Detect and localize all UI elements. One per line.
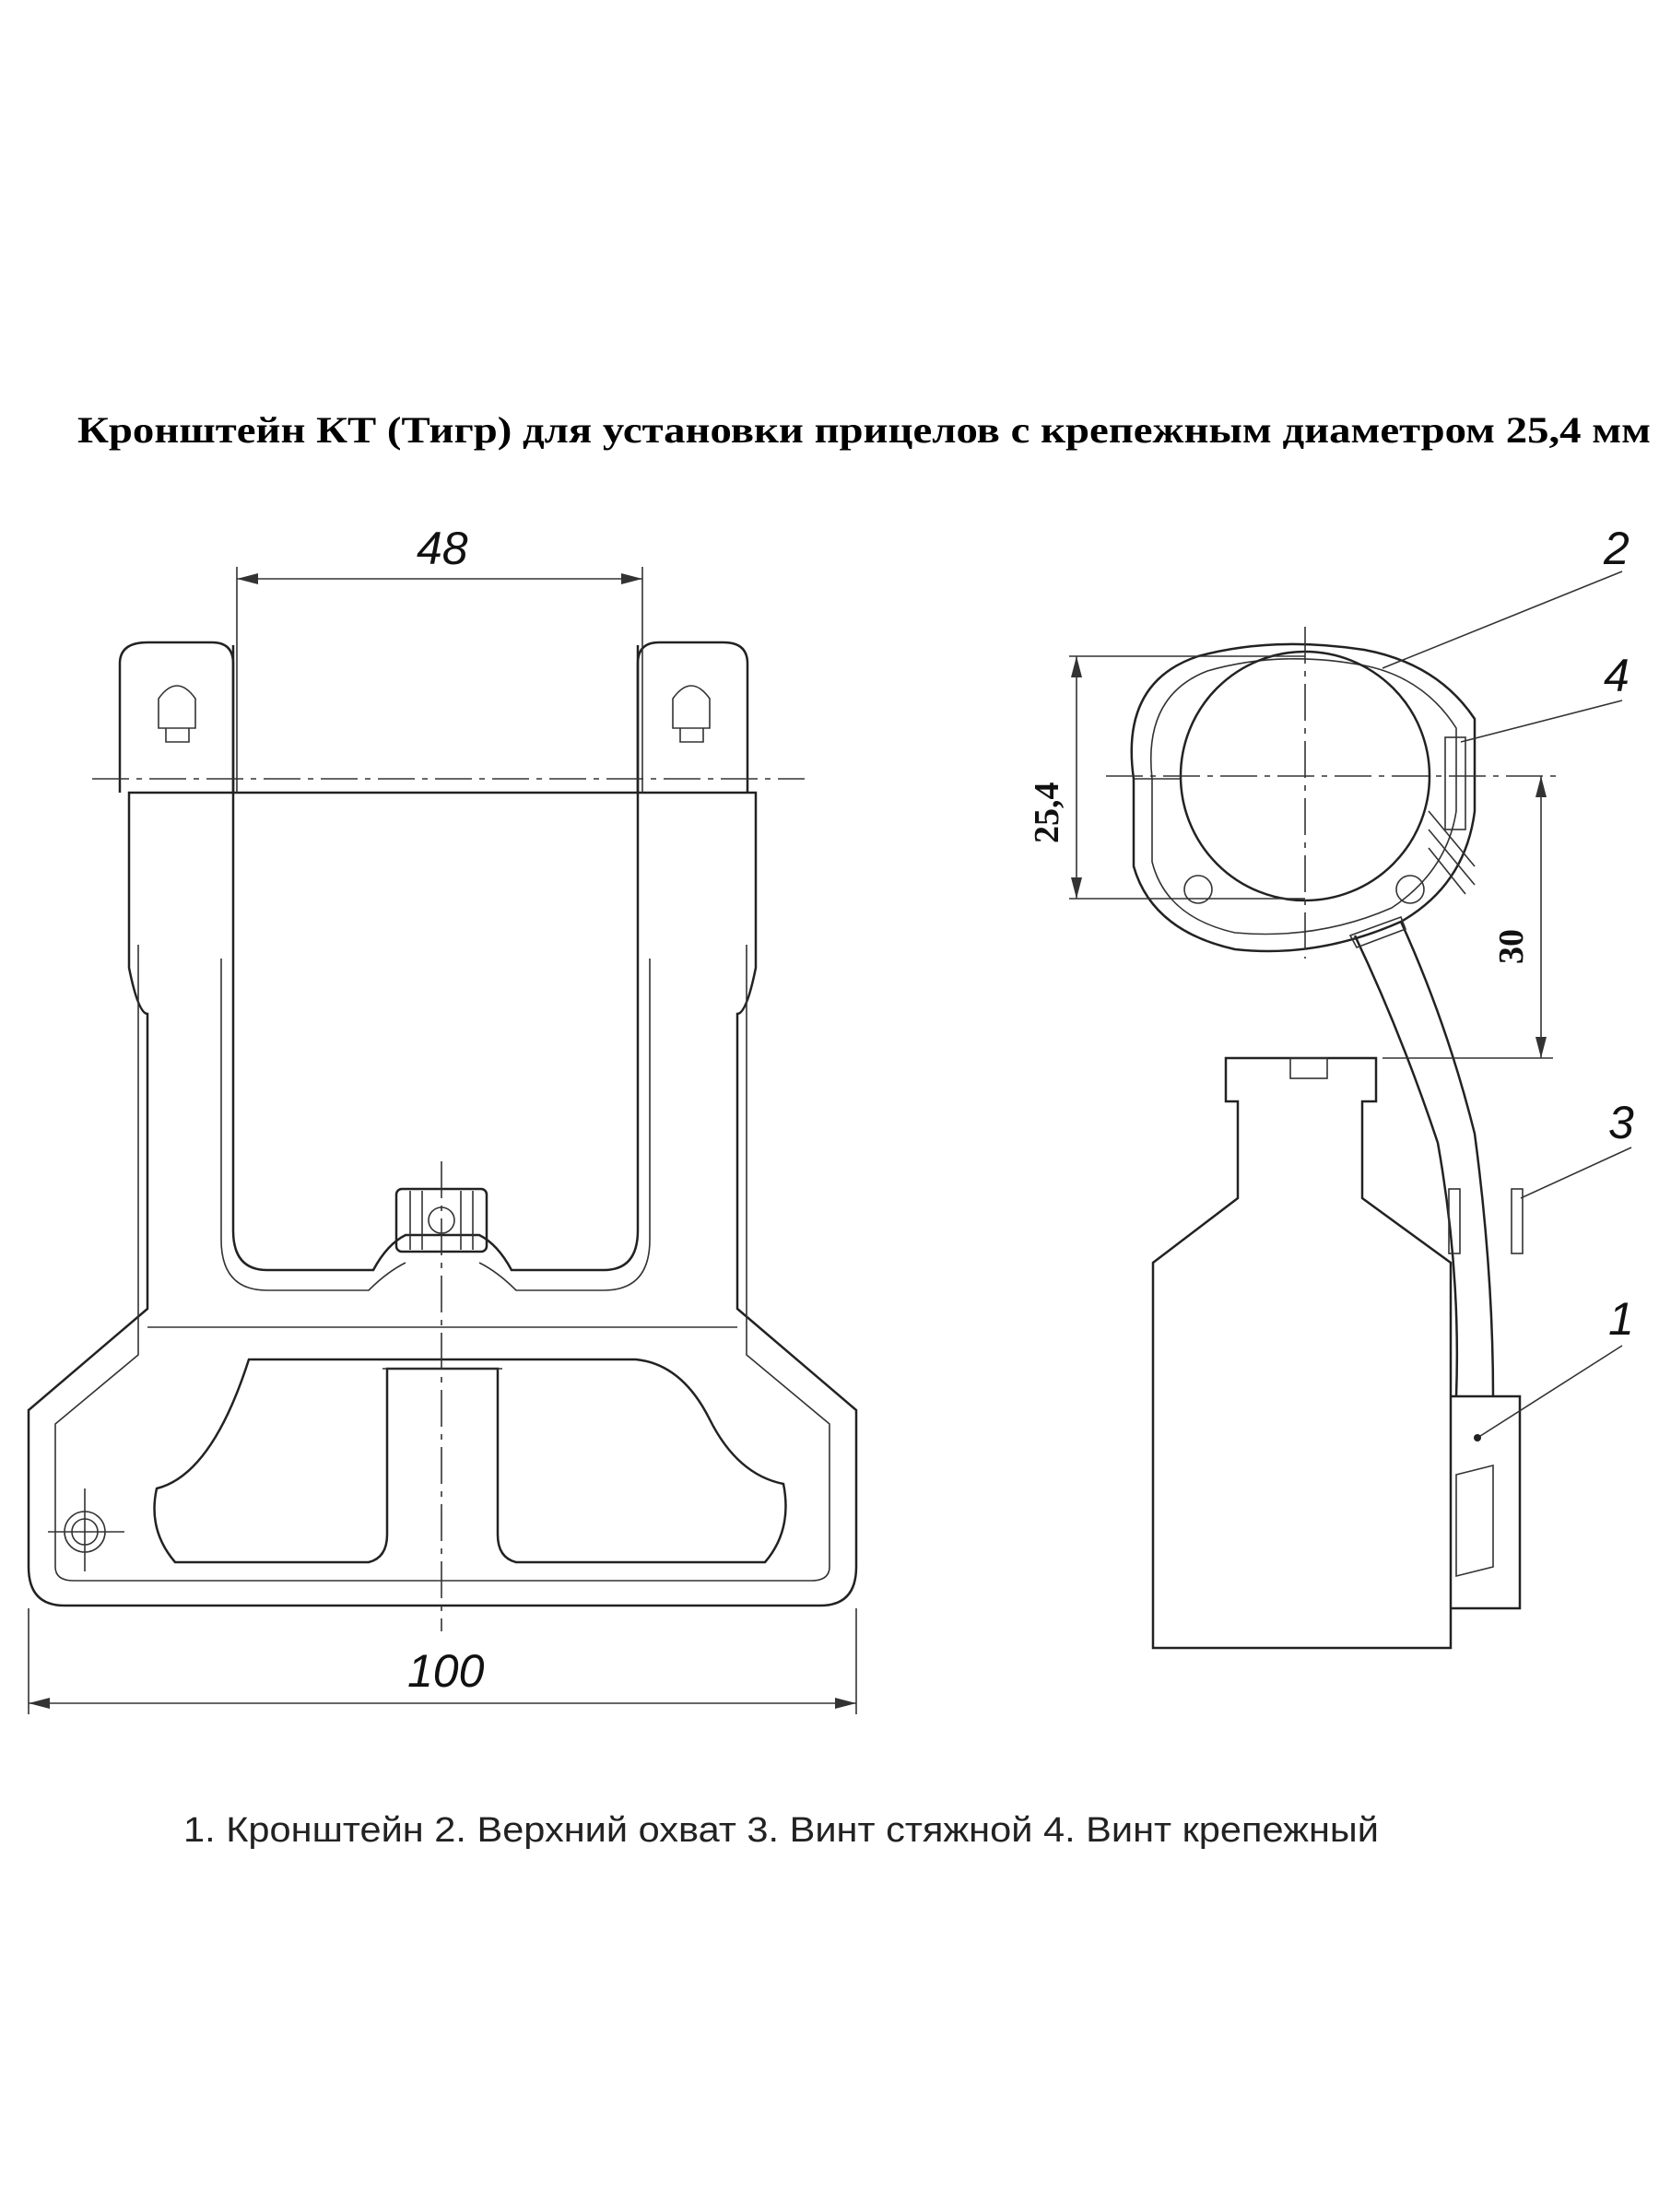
mounting-hole-icon xyxy=(48,1488,124,1571)
dimension-48: 48 xyxy=(417,523,468,574)
front-view: 48 100 xyxy=(27,523,858,1714)
callout-4: 4 xyxy=(1604,650,1630,701)
callout-2: 2 xyxy=(1603,523,1630,574)
dimension-25-4: 25,4 xyxy=(1028,782,1066,844)
parts-legend: 1. Кронштейн 2. Верхний охват 3. Винт ст… xyxy=(183,1811,1379,1850)
callout-1: 1 xyxy=(1608,1293,1634,1345)
drawing-title: Кронштейн КТ (Тигр) для установки прицел… xyxy=(77,409,1651,451)
callout-3: 3 xyxy=(1608,1097,1634,1148)
side-view: 25,4 30 2 4 3 1 xyxy=(1028,523,1634,1650)
dimension-100: 100 xyxy=(407,1645,485,1697)
knurl-icon xyxy=(409,1191,474,1250)
dimension-30: 30 xyxy=(1492,929,1531,964)
